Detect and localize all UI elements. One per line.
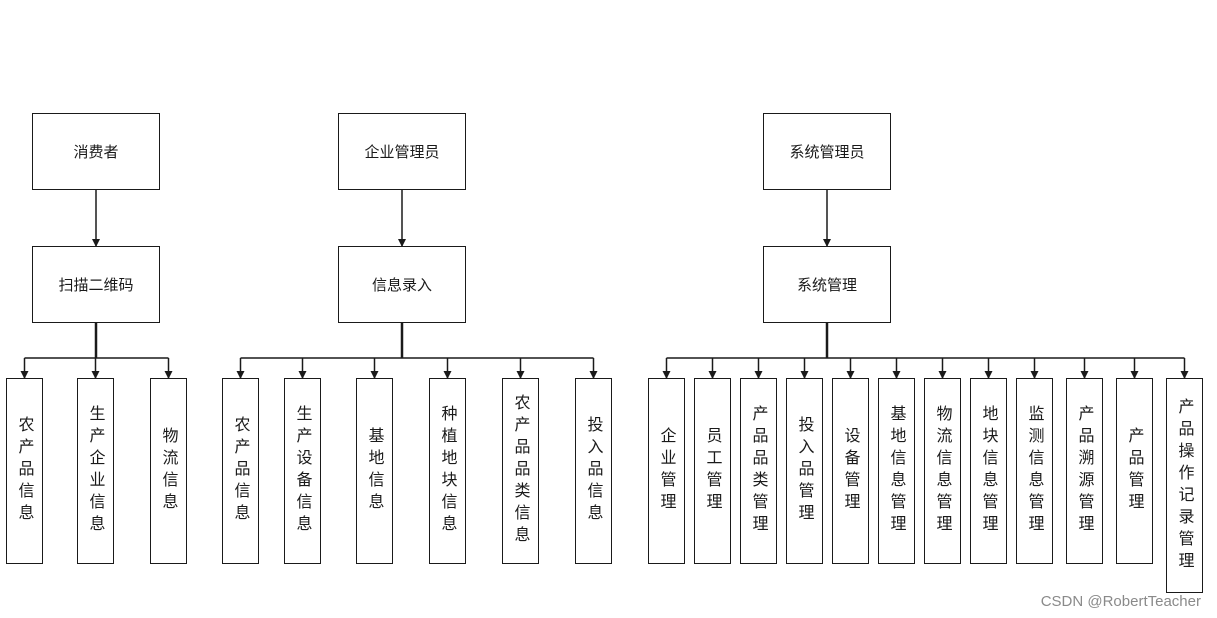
- leaf-node: 产品操作记录管理: [1166, 378, 1203, 593]
- leaf-node: 农产品信息: [6, 378, 43, 564]
- leaf-node: 设备管理: [832, 378, 869, 564]
- leaf-node: 地块信息管理: [970, 378, 1007, 564]
- function-node: 信息录入: [338, 246, 466, 323]
- watermark: CSDN @RobertTeacher: [1040, 593, 1201, 610]
- function-node: 系统管理: [763, 246, 891, 323]
- leaf-node: 员工管理: [694, 378, 731, 564]
- leaf-node: 产品品类管理: [740, 378, 777, 564]
- leaf-node: 产品管理: [1116, 378, 1153, 564]
- leaf-node: 基地信息: [356, 378, 393, 564]
- leaf-node: 基地信息管理: [878, 378, 915, 564]
- function-node: 扫描二维码: [32, 246, 160, 323]
- role-node: 企业管理员: [338, 113, 466, 190]
- leaf-node: 投入品管理: [786, 378, 823, 564]
- leaf-node: 物流信息管理: [924, 378, 961, 564]
- leaf-node: 生产企业信息: [77, 378, 114, 564]
- leaf-node: 种植地块信息: [429, 378, 466, 564]
- role-node: 消费者: [32, 113, 160, 190]
- leaf-node: 农产品品类信息: [502, 378, 539, 564]
- leaf-node: 监测信息管理: [1016, 378, 1053, 564]
- leaf-node: 企业管理: [648, 378, 685, 564]
- leaf-node: 投入品信息: [575, 378, 612, 564]
- leaf-node: 农产品信息: [222, 378, 259, 564]
- leaf-node: 物流信息: [150, 378, 187, 564]
- leaf-node: 产品溯源管理: [1066, 378, 1103, 564]
- role-node: 系统管理员: [763, 113, 891, 190]
- leaf-node: 生产设备信息: [284, 378, 321, 564]
